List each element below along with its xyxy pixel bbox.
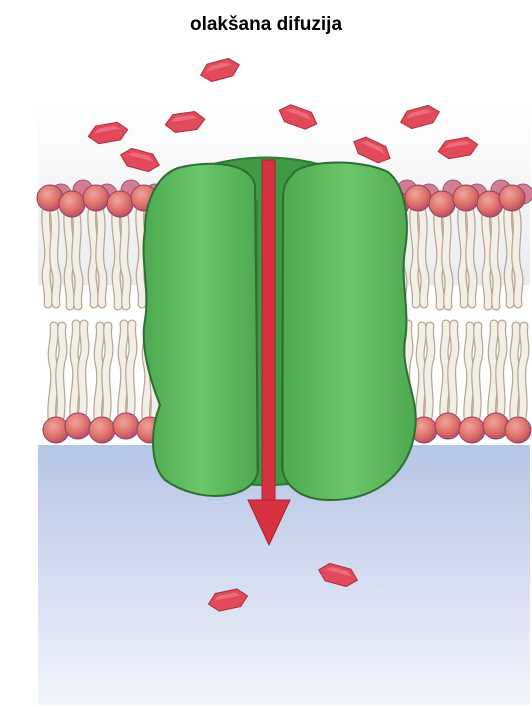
lipid-head xyxy=(107,191,133,217)
lipid-tail xyxy=(508,212,519,304)
lipid-head xyxy=(89,417,115,443)
lipid-tail xyxy=(68,214,79,306)
lipid-head xyxy=(405,185,431,211)
lipid-tail xyxy=(92,212,103,304)
lipid-tail xyxy=(492,324,503,416)
lipid-head xyxy=(505,417,531,443)
lipid-head xyxy=(453,185,479,211)
lipid-tail xyxy=(116,214,127,306)
lipid-tail xyxy=(486,214,497,306)
lipid-tail xyxy=(420,326,431,418)
lipid-head xyxy=(43,417,69,443)
lipid-tail xyxy=(74,324,85,416)
protein-right-subunit xyxy=(282,163,416,500)
lipid-tail xyxy=(414,212,425,304)
lipid-head xyxy=(499,185,525,211)
lipid-tail xyxy=(468,326,479,418)
lipid-head xyxy=(429,191,455,217)
lipid-head xyxy=(483,413,509,439)
lipid-head xyxy=(83,185,109,211)
lipid-tail xyxy=(52,326,63,418)
lipid-tail xyxy=(438,214,449,306)
lipid-head xyxy=(113,413,139,439)
lipid-tail xyxy=(98,326,109,418)
protein-left-subunit xyxy=(144,164,258,496)
lipid-head xyxy=(435,413,461,439)
lipid-tail xyxy=(514,326,525,418)
lipid-tail xyxy=(444,324,455,416)
lipid-head xyxy=(459,417,485,443)
channel-protein xyxy=(144,158,416,501)
lipid-tail xyxy=(462,212,473,304)
lipid-head xyxy=(59,191,85,217)
lipid-tail xyxy=(46,212,57,304)
solute-molecule xyxy=(198,56,241,84)
lipid-head xyxy=(65,413,91,439)
lipid-tail xyxy=(122,324,133,416)
